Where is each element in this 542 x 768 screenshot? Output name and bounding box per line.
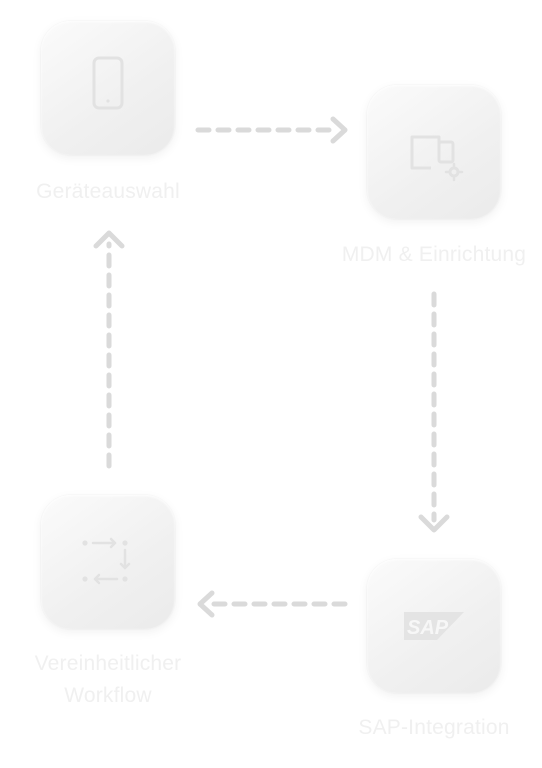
arrow-device-to-mdm [195,116,348,144]
device-settings-icon [410,135,464,182]
arrow-mdm-to-sap [418,291,450,533]
device-selection-label: Geräteauswahl [36,180,180,203]
arrow-workflow-to-device [93,230,125,469]
unified-workflow-label-line1: Vereinheitlicher [34,652,182,675]
mdm-setup-tile [367,85,501,219]
unified-workflow-tile [41,495,175,629]
unified-workflow-label: Vereinheitlicher Workflow [8,648,208,712]
sap-integration-tile: SAP [367,559,501,693]
arrow-sap-to-workflow [197,590,348,618]
sap-integration-label: SAP-Integration [358,716,510,739]
mdm-setup-label: MDM & Einrichtung [341,243,527,266]
workflow-arrows-icon [82,537,131,585]
unified-workflow-label-line2: Workflow [64,684,152,707]
smartphone-icon [92,56,124,110]
sap-logo-icon: SAP [404,612,464,640]
sap-logo-text: SAP [407,617,449,639]
device-selection-tile [41,21,175,155]
